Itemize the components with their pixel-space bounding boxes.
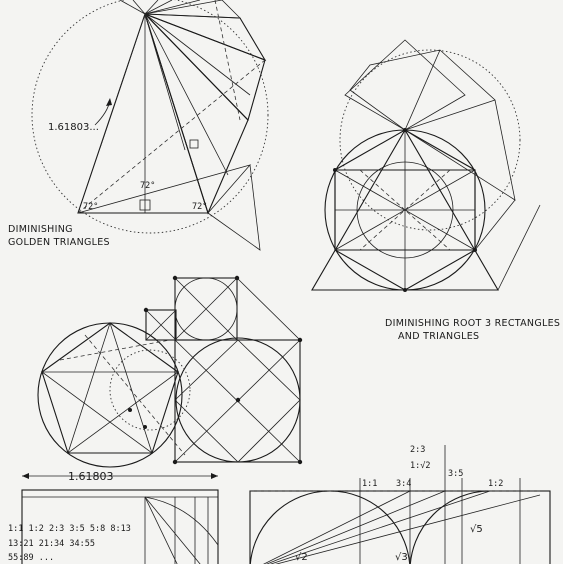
ratio-row: 1:1 1:2 2:3 3:5 5:8 8:13	[8, 524, 131, 534]
golden-inner-triangle	[77, 164, 252, 214]
root3-figure: DIMINISHING ROOT 3 RECTANGLES AND TRIANG…	[311, 39, 560, 342]
root-label: √2	[295, 552, 308, 563]
pentagram	[40, 321, 180, 455]
ratio-label: 3:4	[396, 479, 411, 489]
root-label: √5	[470, 524, 483, 535]
root-label: √3	[395, 552, 408, 563]
angle-label: 72°	[83, 202, 98, 212]
root-rectangles-figure: 2:3 1:√2 1:1 3:4 3:5 1:2 √2 √3 √5	[249, 445, 551, 564]
golden-triangle-4	[144, 13, 267, 62]
angle-label: 72°	[192, 202, 207, 212]
golden-triangle-5	[144, 0, 242, 19]
golden-outer-triangle	[207, 164, 261, 251]
golden-caption-line2: GOLDEN TRIANGLES	[8, 237, 110, 248]
golden-triangles-figure: 1.61803... 72° 72° 72° DIMINISHING GOLDE…	[8, 0, 269, 251]
pentagon	[41, 322, 179, 454]
golden-caption-line1: DIMINISHING	[8, 224, 73, 235]
ratio-label: 1:2	[488, 479, 503, 489]
ratio-label: 1:1	[362, 479, 377, 489]
golden-circle	[31, 0, 269, 234]
top-ratio-label: 2:3	[410, 445, 425, 455]
angle-label: 72°	[140, 181, 155, 191]
root-arc-1	[249, 490, 331, 564]
golden-spiral-arc	[144, 496, 219, 546]
golden-rectangle-figure: 1.61803 1:1 1:2 2:3 3:5 5:8 8:13 13:21 2…	[8, 470, 219, 564]
golden-ratio-label: 1.61803...	[48, 122, 99, 133]
width-label: 1.61803	[68, 470, 114, 483]
ratio-row: 13:21 21:34 34:55	[8, 539, 95, 549]
root3-upper-triangle	[344, 39, 466, 131]
inner-diamond	[174, 339, 301, 463]
square-circle-figure	[37, 275, 303, 468]
root3-caption-line2: AND TRIANGLES	[398, 331, 479, 342]
ratio-label: 3:5	[448, 469, 463, 479]
golden-rectangle	[21, 489, 219, 564]
top-ratio-label: 1:√2	[410, 461, 430, 471]
root3-caption-line1: DIMINISHING ROOT 3 RECTANGLES	[385, 318, 560, 329]
root3-dotted-circle	[339, 49, 521, 231]
ratio-row: 55:89 ...	[8, 553, 54, 563]
